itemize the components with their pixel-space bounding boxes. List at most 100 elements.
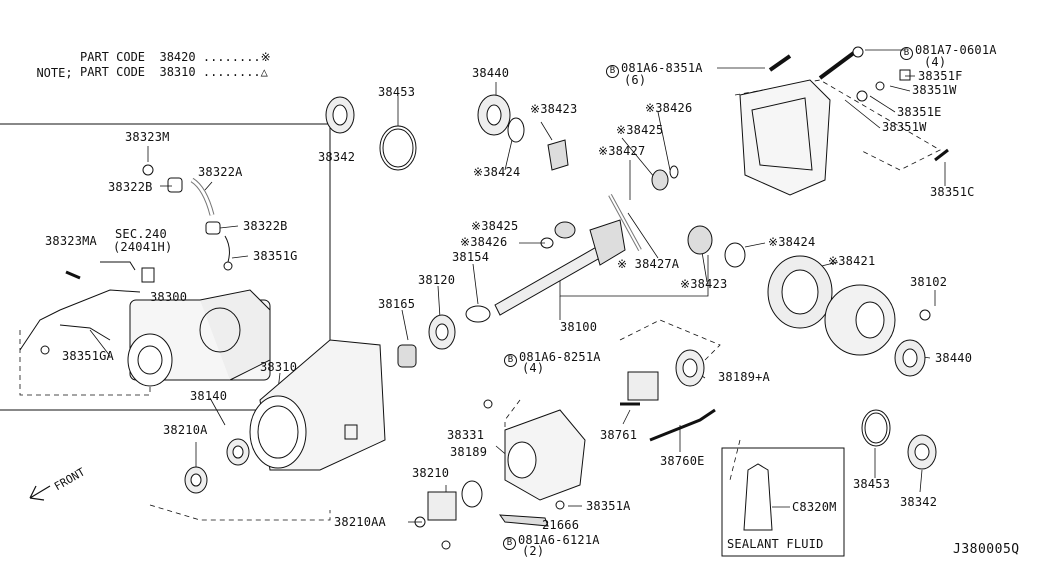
label-38165: 38165 [378, 297, 416, 311]
seal-38210A [184, 466, 208, 494]
label-081A6-8251A-qty: (4) [522, 361, 545, 375]
label-38102: 38102 [910, 275, 948, 289]
label-38210AA: 38210AA [334, 515, 386, 529]
label-38210: 38210 [412, 466, 450, 480]
label-38120: 38120 [418, 273, 456, 287]
ring-gear-38421 [767, 255, 833, 329]
note-line1-label: PART CODE [80, 50, 146, 64]
pinion-shaft-38100 [465, 219, 626, 323]
label-sealant-part: C8320M [792, 500, 837, 514]
gears-mid-right [687, 225, 746, 268]
bearing-38440-right [894, 339, 926, 377]
label-081A6-6121A-text: 081A6-6121A [518, 533, 600, 547]
label-38323MA: 38323MA [45, 234, 97, 248]
label-081A7-0601A-qty: (4) [924, 55, 947, 69]
label-38342-right: 38342 [900, 495, 938, 509]
flange-38210 [414, 480, 483, 550]
note-line-2: PART CODE 38310 ........△ [80, 64, 268, 80]
label-081A7-0601A-text: 081A7-0601A [915, 43, 997, 57]
bolt-mark-icon: B [606, 65, 619, 78]
label-38154: 38154 [452, 250, 490, 264]
label-38331: 38331 [447, 428, 485, 442]
label-081A6-6121A-qty: (2) [522, 544, 545, 558]
label-081A6-8351A-text: 081A6-8351A [621, 61, 703, 75]
label-38453-top: 38453 [378, 85, 416, 99]
label-21666: 21666 [542, 518, 580, 532]
note-line-1: PART CODE 38420 ........※ [80, 49, 271, 65]
label-38351G: 38351G [253, 249, 298, 263]
diagram-id: J380005Q [953, 542, 1020, 557]
label-38210A: 38210A [163, 423, 208, 437]
label-38425-mid: ※38425 [471, 219, 519, 233]
label-38440-top: 38440 [472, 66, 510, 80]
label-38351W-b: 38351W [882, 120, 927, 134]
small-parts-top-left [65, 164, 233, 280]
sensor-38761 [620, 371, 659, 406]
gears-center-top [540, 139, 679, 251]
front-arrow-icon [29, 485, 51, 501]
label-38189A: 38189+A [718, 370, 770, 384]
label-38322A: 38322A [198, 165, 243, 179]
note-line2-label: PART CODE [80, 65, 146, 79]
note-line2-symbol: ........△ [202, 65, 268, 79]
seal-38342-top [325, 96, 355, 134]
gasket-38453-right [861, 409, 891, 447]
bearing-38440-top [477, 94, 525, 143]
label-38423-mid: ※38423 [680, 277, 728, 291]
label-sec240: SEC.240 [115, 227, 167, 241]
label-081A6-8251A-text: 081A6-8251A [519, 350, 601, 364]
label-38351E: 38351E [897, 105, 942, 119]
label-sealant-caption: SEALANT FLUID [727, 537, 824, 551]
label-38421: ※38421 [828, 254, 876, 268]
label-38351C: 38351C [930, 185, 975, 199]
label-38323M: 38323M [125, 130, 170, 144]
gasket-38453-top [379, 125, 417, 171]
label-38322B-b: 38322B [243, 219, 288, 233]
note-line1-symbol: ........※ [202, 50, 271, 64]
label-38423-top: ※38423 [530, 102, 578, 116]
label-sec240-sub: (24041H) [113, 240, 173, 254]
label-38189: 38189 [450, 445, 488, 459]
label-38310: 38310 [260, 360, 298, 374]
label-38427-top: ※38427 [598, 144, 646, 158]
rear-cover-38351 [739, 46, 949, 196]
label-38351F: 38351F [918, 69, 963, 83]
bolt-mark-icon: B [504, 354, 517, 367]
label-38440-right: 38440 [935, 351, 973, 365]
label-38426-top: ※38426 [645, 101, 693, 115]
label-38425-top: ※38425 [616, 123, 664, 137]
label-38351GA: 38351GA [62, 349, 114, 363]
label-38760E: 38760E [660, 454, 705, 468]
diff-case-38102 [824, 284, 931, 356]
bracket-21666 [498, 514, 549, 527]
label-38140: 38140 [190, 389, 228, 403]
label-38342-top: 38342 [318, 150, 356, 164]
note-block: NOTE; [22, 49, 73, 81]
housing-38310 [249, 339, 386, 471]
seal-38189A [675, 349, 705, 387]
bolt-mark-icon: B [503, 537, 516, 550]
seal-38342-right [907, 434, 937, 470]
label-081A6-8351A-qty: (6) [624, 73, 647, 87]
spacer-38165 [397, 344, 417, 368]
label-38424-mid: ※38424 [768, 235, 816, 249]
label-38322B-a: 38322B [108, 180, 153, 194]
label-38100: 38100 [560, 320, 598, 334]
label-38453-right: 38453 [853, 477, 891, 491]
label-38424-top: ※38424 [473, 165, 521, 179]
label-38351W-a: 38351W [912, 83, 957, 97]
label-38761: 38761 [600, 428, 638, 442]
label-38300: 38300 [150, 290, 188, 304]
seal-38140 [226, 438, 250, 466]
note-prefix: NOTE; [36, 66, 73, 80]
bearing-38120 [428, 314, 456, 350]
label-38427A: ※ 38427A [617, 257, 680, 271]
sealant-tube [743, 463, 773, 531]
carrier-38331 [483, 399, 586, 501]
note-line2-code: 38310 [159, 65, 196, 79]
sealant-box [721, 447, 845, 557]
